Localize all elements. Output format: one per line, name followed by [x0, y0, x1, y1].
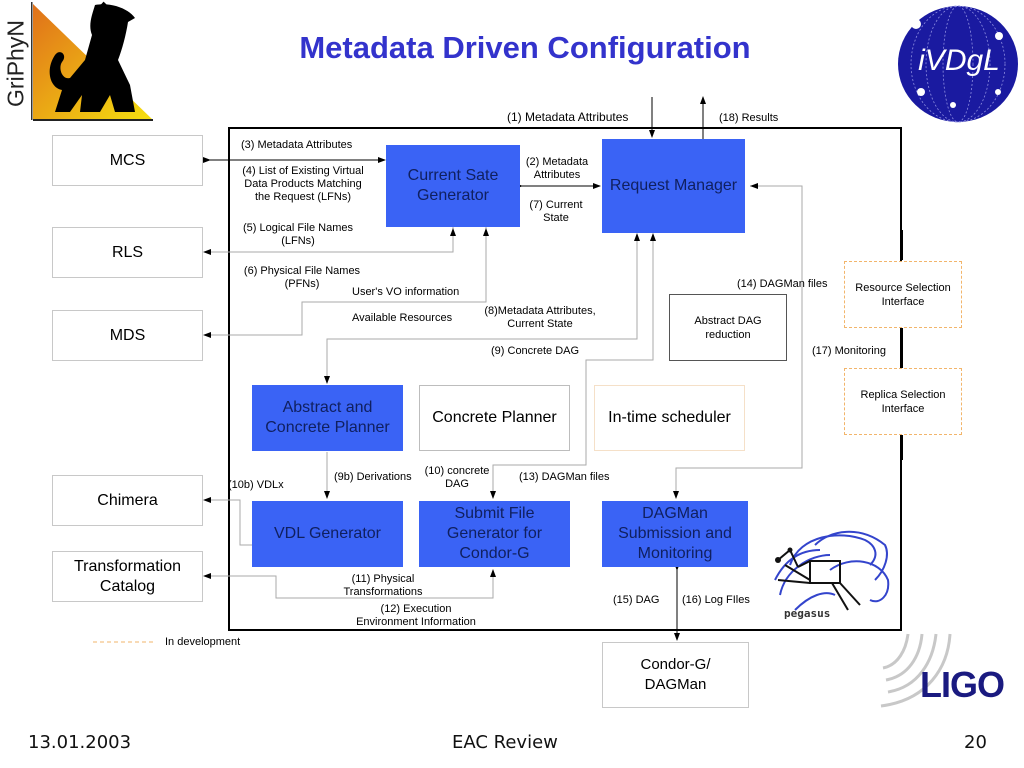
flow-11-12-line: [210, 570, 494, 599]
mds-box[interactable]: MDS: [52, 310, 203, 361]
flow-18-label: (18) Results: [719, 112, 779, 124]
footer-page-number: 20: [964, 732, 987, 753]
flow-1-label: (1) Metadata Attributes: [507, 110, 629, 124]
rls-box[interactable]: RLS: [52, 227, 203, 278]
flow-5-label: (5) Logical File Names (LFNs): [242, 222, 354, 247]
flow-2-label: (2) Metadata Attributes: [525, 156, 589, 181]
ivdgl-logo: iVDgL: [896, 4, 1020, 124]
flow-15-label: (15) DAG: [613, 594, 660, 606]
pegasus-logo: pegasus: [770, 525, 895, 625]
ligo-wordmark: LIGO: [920, 664, 1005, 705]
vo-info-label: User's VO information: [352, 286, 460, 298]
resource-selection-interface-box[interactable]: Resource Selection Interface: [844, 261, 962, 328]
flow-10b-label: (10b) VDLx: [228, 479, 284, 491]
ivdgl-wordmark: iVDgL: [918, 44, 1000, 77]
vdl-generator-box[interactable]: VDL Generator: [252, 501, 403, 567]
flow-10b-line: [210, 499, 252, 546]
abstract-dag-reduction-box[interactable]: Abstract DAG reduction: [669, 294, 787, 361]
flow-3-label: (3) Metadata Attributes: [241, 139, 353, 151]
flow-8-label: (8)Metadata Attributes, Current State: [484, 305, 596, 330]
ligo-logo: LIGO: [878, 632, 1024, 710]
flow-7-label: (7) Current State: [529, 199, 583, 224]
footer-title: EAC Review: [452, 732, 558, 753]
submit-file-generator-box[interactable]: Submit File Generator for Condor-G: [419, 501, 570, 567]
flow-4-label: (4) List of Existing Virtual Data Produc…: [242, 165, 364, 203]
request-manager-box[interactable]: Request Manager: [602, 139, 745, 233]
legend-in-development-label: In development: [165, 636, 241, 648]
flow-13-14-line: [675, 185, 803, 498]
transformation-catalog-box[interactable]: Transformation Catalog: [52, 551, 203, 602]
flow-13-label: (13) DAGMan files: [519, 471, 610, 483]
flow-8-line: [326, 237, 638, 383]
flow-14-label: (14) DAGMan files: [737, 278, 828, 290]
chimera-box[interactable]: Chimera: [52, 475, 203, 526]
griphyn-logo: GriPhyN: [0, 0, 155, 125]
flow-6-line: [210, 227, 487, 336]
in-time-scheduler-box[interactable]: In-time scheduler: [594, 385, 745, 451]
flow-9b-label: (9b) Derivations: [334, 471, 412, 483]
flow-16-label: (16) Log FIles: [682, 594, 750, 606]
footer-date: 13.01.2003: [28, 732, 132, 753]
concrete-planner-box[interactable]: Concrete Planner: [419, 385, 570, 451]
flow-11-label: (11) Physical Transformations: [343, 573, 423, 598]
flow-17-label: (17) Monitoring: [812, 345, 886, 357]
abstract-concrete-planner-box[interactable]: Abstract and Concrete Planner: [252, 385, 403, 451]
current-state-generator-box[interactable]: Current Sate Generator: [386, 145, 520, 227]
mcs-box[interactable]: MCS: [52, 135, 203, 186]
flow-9-line: [492, 237, 654, 498]
flow-10-label: (10) concrete DAG: [424, 465, 490, 490]
replica-selection-interface-box[interactable]: Replica Selection Interface: [844, 368, 962, 435]
dagman-submission-box[interactable]: DAGMan Submission and Monitoring: [602, 501, 748, 567]
flow-12-label: (12) Execution Environment Information: [356, 603, 476, 628]
flow-9-label: (9) Concrete DAG: [491, 345, 580, 357]
condor-dagman-box[interactable]: Condor-G/ DAGMan: [602, 642, 749, 708]
flow-6-label: (6) Physical File Names (PFNs): [243, 265, 361, 290]
slide-title: Metadata Driven Configuration: [299, 30, 751, 65]
available-resources-label: Available Resources: [352, 312, 453, 324]
pegasus-wordmark: pegasus: [784, 607, 831, 620]
